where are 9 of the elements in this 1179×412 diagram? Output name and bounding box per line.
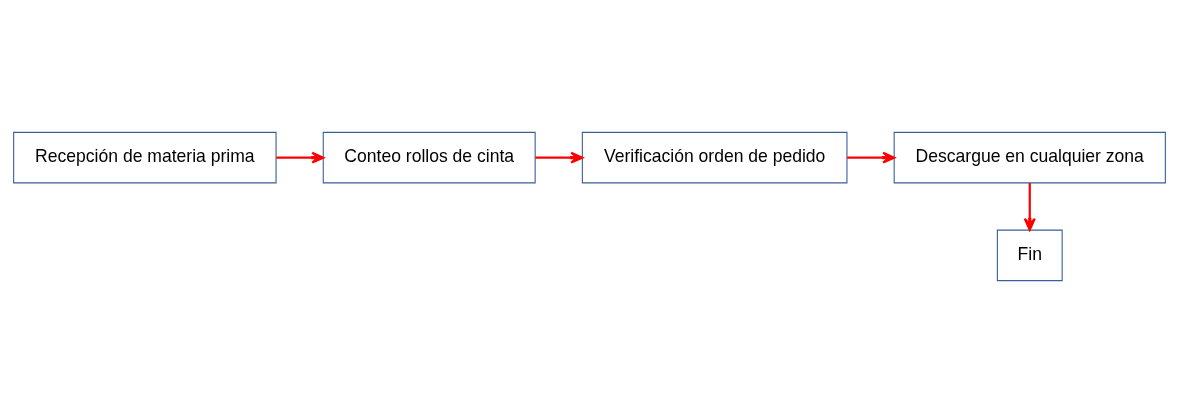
arrow xyxy=(1023,182,1036,231)
arrow xyxy=(535,151,584,164)
arrow xyxy=(847,151,896,164)
node-box: Fin xyxy=(996,229,1063,281)
node-box: Descargue en cualquier zona xyxy=(893,131,1166,183)
arrow xyxy=(276,151,325,164)
node-box: Conteo rollos de cinta xyxy=(322,131,536,183)
node-box: Verificación orden de pedido xyxy=(581,131,848,183)
node-box: Recepción de materia prima xyxy=(13,131,277,183)
